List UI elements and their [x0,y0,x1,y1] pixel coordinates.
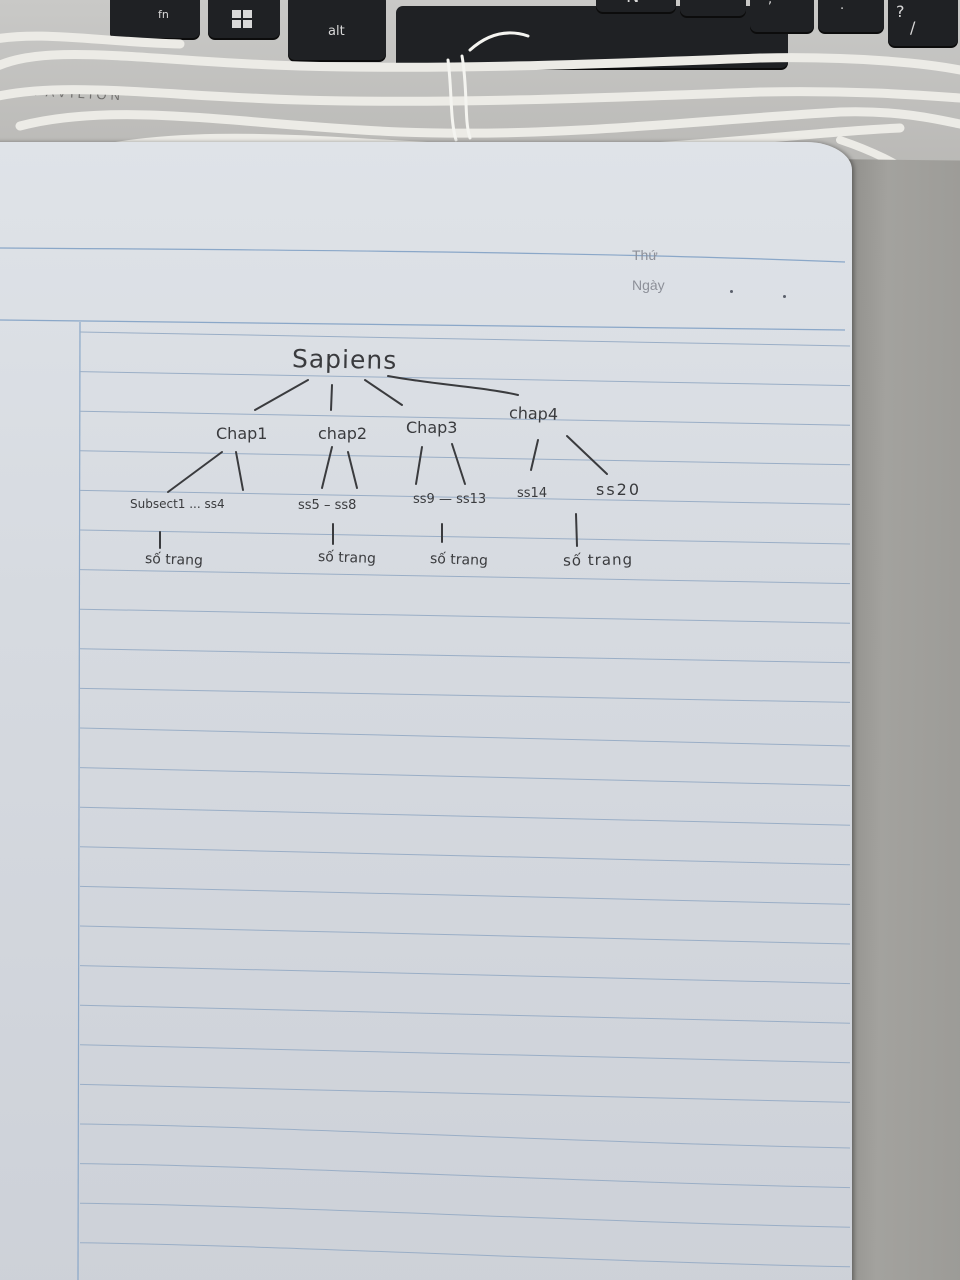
key-comma: , [750,0,814,32]
notebook-page [0,142,852,1280]
charging-cables [0,31,960,184]
chapter-3-pages: số trang [429,550,489,570]
day-label: Thứ [632,247,658,263]
chapter-2-range: ss5 – ss8 [298,498,357,513]
chapter-4-range-a: ss14 [517,486,548,501]
key-m: M [680,0,746,16]
key-alt: alt [288,0,386,60]
ruled-line [79,1123,851,1149]
ruled-line [79,1242,851,1268]
chapter-4-label: chap4 [508,403,559,424]
chapter-2-label: chap2 [318,424,368,443]
ruled-line [79,1163,851,1189]
date-label: Ngày [632,277,665,293]
chapter-3-label: Chap3 [406,418,458,437]
chapter-4-range-b: ss20 [596,480,642,499]
windows-icon [232,10,252,30]
key-n: N [596,0,676,12]
chapter-1-label: Chap1 [216,424,268,443]
chapter-1-range: Subsect1 ... ss4 [130,497,225,511]
key-slash: ?/ [888,0,958,46]
key-period: >. [818,0,884,32]
chapter-3-range: ss9 — ss13 [413,492,487,507]
key-windows [208,0,280,38]
mind-map-root: Sapiens [291,344,398,375]
header-dot [730,290,733,293]
chapter-2-pages: số trang [317,548,377,568]
chapter-1-pages: số trang [144,550,204,570]
header-dot [783,295,786,298]
ruled-line [79,1202,851,1228]
chapter-4-pages: số trang [562,550,634,570]
key-fn: fn [110,0,200,38]
